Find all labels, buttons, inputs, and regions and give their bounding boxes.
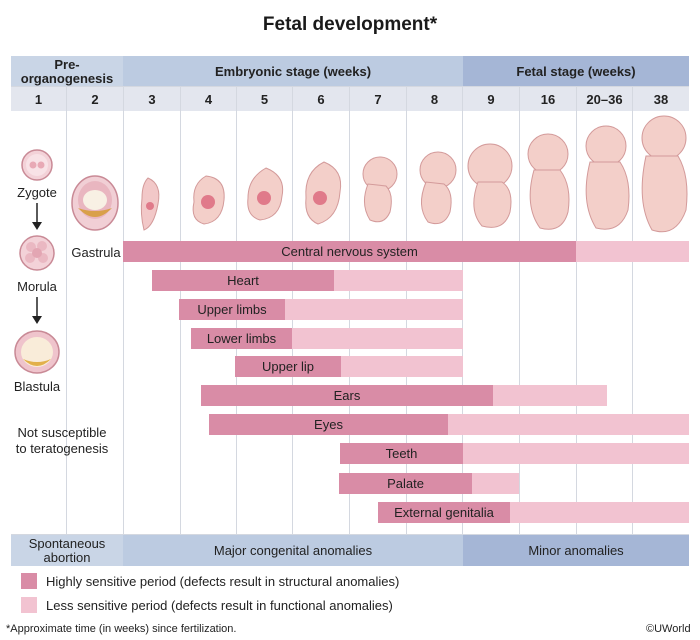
legend-low-swatch — [21, 597, 37, 613]
grid-line — [519, 87, 520, 535]
grid-line — [66, 87, 67, 535]
embryo-week-5-illustration — [247, 167, 284, 221]
lower-limbs-high-sensitivity-bar — [191, 328, 292, 349]
arrow-down-icon — [32, 297, 42, 324]
footer-minor-anomalies: Minor anomalies — [463, 535, 689, 566]
zygote-label: Zygote — [17, 185, 57, 200]
upper-limbs-low-sensitivity-bar — [285, 299, 463, 320]
upper-lip-low-sensitivity-bar — [341, 356, 463, 377]
footnote: *Approximate time (in weeks) since ferti… — [6, 623, 237, 635]
fetus-week-9-illustration — [467, 143, 513, 228]
embryo-week-3-illustration — [140, 177, 160, 231]
footer-major-congenital-anomalies: Major congenital anomalies — [123, 535, 463, 566]
header-pre-organogenesis: Pre- organogenesis — [11, 56, 123, 87]
external-genitalia-high-sensitivity-bar — [378, 502, 510, 523]
week-label: 20–36 — [577, 87, 632, 111]
palate-low-sensitivity-bar — [472, 473, 519, 494]
week-label: 6 — [293, 87, 349, 111]
fetus-week-16-illustration — [527, 133, 570, 230]
week-label: 3 — [124, 87, 180, 111]
eyes-high-sensitivity-bar — [209, 414, 448, 435]
fetus-week-20-36-illustration — [585, 125, 630, 230]
header-fetal-stage: Fetal stage (weeks) — [463, 56, 689, 87]
cns-low-sensitivity-bar — [576, 241, 689, 262]
teeth-label: Teeth — [385, 446, 418, 461]
embryo-week-8-illustration — [419, 151, 457, 225]
palate-label: Palate — [387, 476, 424, 491]
external-genitalia-low-sensitivity-bar — [510, 502, 689, 523]
eyes-label: Eyes — [314, 417, 343, 432]
upper-limbs-label: Upper limbs — [197, 302, 267, 317]
credit: ©UWorld — [646, 623, 691, 635]
grid-line — [123, 87, 124, 535]
morula-label: Morula — [17, 279, 57, 294]
week-label: 16 — [520, 87, 576, 111]
teeth-high-sensitivity-bar — [340, 443, 463, 464]
gastrula-label: Gastrula — [71, 245, 121, 260]
teeth-low-sensitivity-bar — [463, 443, 689, 464]
grid-line — [576, 87, 577, 535]
zygote-illustration — [21, 149, 53, 181]
grid-line — [11, 86, 689, 87]
week-label: 8 — [407, 87, 462, 111]
heart-label: Heart — [227, 273, 259, 288]
upper-lip-label: Upper lip — [261, 359, 315, 374]
cns-label: Central nervous system — [281, 244, 418, 259]
upper-lip-high-sensitivity-bar — [235, 356, 341, 377]
arrow-down-icon — [32, 203, 42, 230]
week-label: 38 — [633, 87, 689, 111]
heart-high-sensitivity-bar — [152, 270, 334, 291]
legend-high-label: Highly sensitive period (defects result … — [46, 574, 400, 589]
cns-high-sensitivity-bar — [123, 241, 576, 262]
heart-low-sensitivity-bar — [334, 270, 463, 291]
embryo-week-7-illustration — [362, 156, 398, 223]
palate-high-sensitivity-bar — [339, 473, 472, 494]
legend-high-swatch — [21, 573, 37, 589]
week-label: 2 — [67, 87, 123, 111]
week-label: 4 — [181, 87, 236, 111]
week-label: 9 — [463, 87, 519, 111]
ears-label: Ears — [333, 388, 361, 403]
week-label: 5 — [237, 87, 292, 111]
week-label: 7 — [350, 87, 406, 111]
embryo-week-6-illustration — [305, 161, 342, 225]
eyes-low-sensitivity-bar — [448, 414, 689, 435]
week-label: 1 — [11, 87, 66, 111]
header-embryonic-stage: Embryonic stage (weeks) — [123, 56, 463, 87]
ears-high-sensitivity-bar — [201, 385, 493, 406]
blastula-illustration — [14, 330, 60, 374]
upper-limbs-high-sensitivity-bar — [179, 299, 285, 320]
grid-line — [632, 87, 633, 535]
grid-line — [11, 534, 689, 535]
diagram-title: Fetal development* — [262, 14, 438, 35]
lower-limbs-label: Lower limbs — [206, 331, 277, 346]
legend-low-label: Less sensitive period (defects result in… — [46, 598, 393, 613]
not-susceptible-note: Not susceptible to teratogenesis — [15, 425, 109, 456]
footer-spontaneous-abortion: Spontaneous abortion — [11, 535, 123, 566]
embryo-week-4-illustration — [192, 175, 225, 225]
gastrula-illustration — [71, 175, 119, 231]
lower-limbs-low-sensitivity-bar — [292, 328, 463, 349]
blastula-label: Blastula — [13, 379, 61, 394]
morula-illustration — [19, 235, 55, 271]
ears-low-sensitivity-bar — [493, 385, 607, 406]
fetus-week-38-illustration — [641, 115, 688, 233]
external-genitalia-label: External genitalia — [394, 505, 494, 520]
